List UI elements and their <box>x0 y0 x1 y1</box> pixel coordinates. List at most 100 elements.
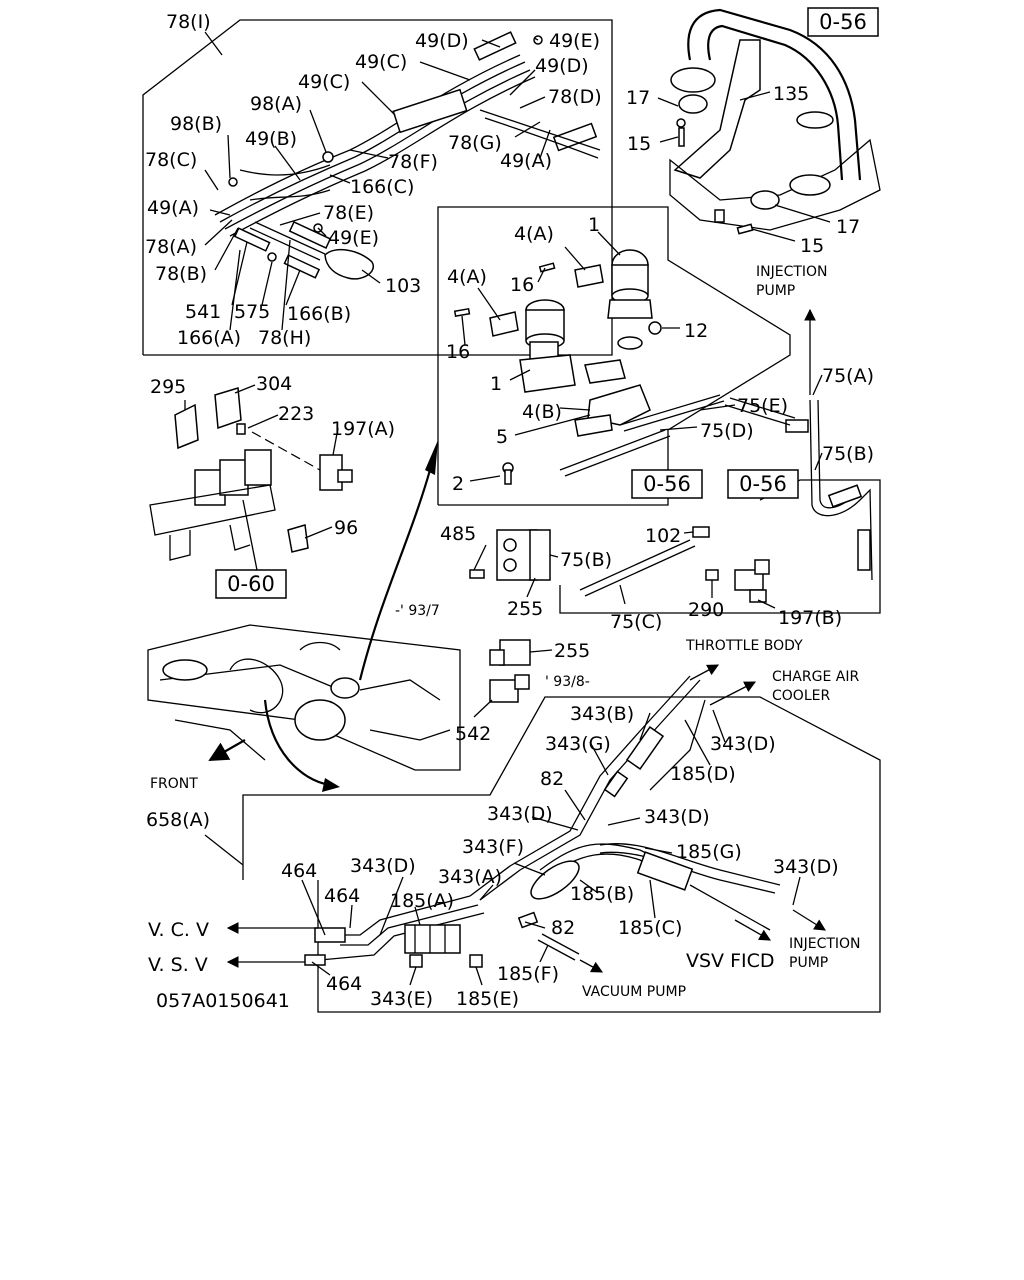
callout: 185(F) <box>497 963 559 985</box>
callout: 343(G) <box>545 733 611 755</box>
note-from-93-8: ' 93/8- <box>545 674 590 690</box>
note-charge-air: COOLER <box>772 688 830 704</box>
callout: 343(D) <box>644 806 710 828</box>
callout: 464 <box>326 973 362 995</box>
callout: 166(C) <box>350 176 414 198</box>
svg-text:0-56: 0-56 <box>739 472 787 496</box>
vacuum-line-bundle <box>304 675 781 968</box>
callout: 49(C) <box>355 51 407 73</box>
callout: 16 <box>446 341 470 363</box>
callout: 541 <box>185 301 221 323</box>
callout: 135 <box>773 83 809 105</box>
callout: 295 <box>150 376 186 398</box>
callout: 82 <box>551 917 575 939</box>
callout: 185(E) <box>456 988 519 1010</box>
svg-text:0-56: 0-56 <box>643 472 691 496</box>
callout: 103 <box>385 275 421 297</box>
callout: 75(E) <box>737 395 788 417</box>
callout: 185(D) <box>670 763 736 785</box>
callout: 4(B) <box>522 401 562 423</box>
callout: 223 <box>278 403 314 425</box>
callout: 12 <box>684 320 708 342</box>
note-injection-pump: INJECTION <box>789 936 861 952</box>
callout: 542 <box>455 723 491 745</box>
ref-box-0-56-mid: 0-56 <box>631 469 703 499</box>
callout: 343(D) <box>710 733 776 755</box>
callout: 17 <box>836 216 860 238</box>
callout: 343(A) <box>438 866 502 888</box>
callout: 75(C) <box>610 611 662 633</box>
callout: 4(A) <box>514 223 554 245</box>
callout: 98(B) <box>170 113 222 135</box>
note-until-93-7: -' 93/7 <box>395 603 440 619</box>
callout: 575 <box>234 301 270 323</box>
callout: 78(D) <box>548 86 602 108</box>
intake-pipe-bracket <box>669 8 881 235</box>
callout: 78(H) <box>258 327 311 349</box>
frame-egr-valves <box>437 206 791 506</box>
callout: 75(B) <box>560 549 612 571</box>
callout: 343(F) <box>462 836 524 858</box>
note-charge-air: CHARGE AIR <box>772 669 859 685</box>
callout: 78(E) <box>323 202 374 224</box>
callout: 343(E) <box>370 988 433 1010</box>
callout: 343(B) <box>570 703 634 725</box>
diagram-code: 057A0150641 <box>156 990 290 1012</box>
callout: 15 <box>800 235 824 257</box>
callout: 197(B) <box>778 607 842 629</box>
note-injection-pump: INJECTION <box>756 264 828 280</box>
callout: 98(A) <box>250 93 302 115</box>
callout: 49(D) <box>535 55 589 77</box>
frame-vacuum-lines-658a <box>242 696 881 1013</box>
callout: 78(B) <box>155 263 207 285</box>
note-vcv: V. C. V <box>148 919 209 941</box>
callout: 49(D) <box>415 30 469 52</box>
callout: 78(C) <box>145 149 197 171</box>
ref-box-0-56-top: 0-56 <box>807 7 879 37</box>
callout: 96 <box>334 517 358 539</box>
ref-box-0-60: 0-60 <box>215 569 287 599</box>
text-notes: INJECTION PUMP THROTTLE BODY -' 93/7 ' 9… <box>148 264 861 1012</box>
frame-throttle-area <box>499 479 881 614</box>
callout: 2 <box>452 473 464 495</box>
callout: 343(D) <box>350 855 416 877</box>
callout: 464 <box>324 885 360 907</box>
callout: 304 <box>256 373 292 395</box>
ref-box-0-56-right: 0-56 <box>727 469 799 499</box>
callout: 290 <box>688 599 724 621</box>
callout: 5 <box>496 426 508 448</box>
callout: 185(A) <box>390 890 454 912</box>
callout: 15 <box>627 133 651 155</box>
callout: 1 <box>588 214 600 236</box>
note-vacuum-pump: VACUUM PUMP <box>582 984 686 1000</box>
callout: 166(B) <box>287 303 351 325</box>
note-vsv-ficd: VSV FICD <box>686 950 775 972</box>
callout: 1 <box>490 373 502 395</box>
callout: 185(B) <box>570 883 634 905</box>
relay-bracket-assembly <box>149 387 353 576</box>
engine-bay-sketch <box>147 624 461 771</box>
callout: 49(E) <box>549 30 600 52</box>
callout: 49(E) <box>328 227 379 249</box>
callout: 255 <box>554 640 590 662</box>
callout: 4(A) <box>447 266 487 288</box>
callout: 464 <box>281 860 317 882</box>
callout: 78(I) <box>166 11 211 33</box>
hose-harness-assembly <box>214 31 601 280</box>
callout: 166(A) <box>177 327 241 349</box>
callout: 78(G) <box>448 132 502 154</box>
svg-text:0-56: 0-56 <box>819 10 867 34</box>
callout: 343(D) <box>487 803 553 825</box>
callout: 49(B) <box>245 128 297 150</box>
callout-labels: 78(I) 49(D) 49(E) 49(C) 49(D) 49(C) 78(D… <box>145 11 874 1010</box>
callout: 75(D) <box>700 420 754 442</box>
callout: 75(B) <box>822 443 874 465</box>
callout: 16 <box>510 274 534 296</box>
callout: 255 <box>507 598 543 620</box>
callout: 185(C) <box>618 917 682 939</box>
leader-lines <box>184 31 831 986</box>
note-front: FRONT <box>150 776 198 792</box>
callout: 82 <box>540 768 564 790</box>
